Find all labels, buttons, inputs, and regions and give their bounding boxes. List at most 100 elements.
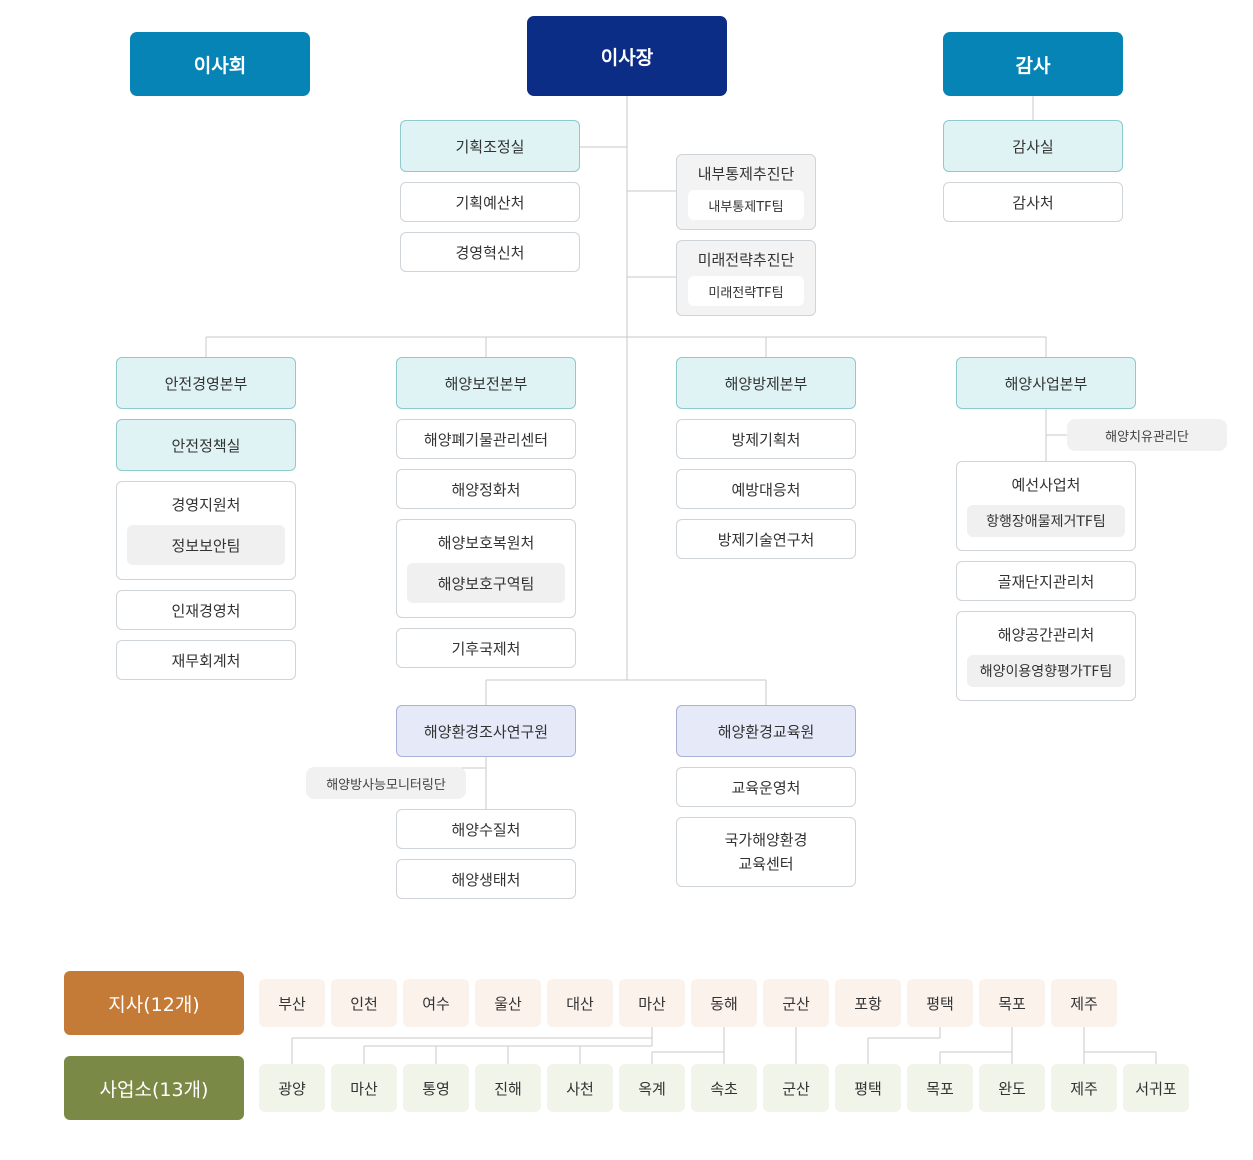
water-quality-label: 해양수질처 <box>451 820 521 839</box>
climate-dept: 기후국제처 <box>396 628 576 668</box>
conservation-hq-label: 해양보전본부 <box>444 374 528 393</box>
response-hq: 해양방제본부 <box>676 357 856 409</box>
radiation-monitoring-label: 해양방사능모니터링단 <box>326 777 446 793</box>
cleanup-dept: 해양정화처 <box>396 469 576 509</box>
board-box: 이사회 <box>130 32 310 96</box>
branch-item: 평택 <box>907 979 973 1027</box>
future-strategy-title: 미래전략추진단 <box>697 251 795 269</box>
response-tech-dept: 방제기술연구처 <box>676 519 856 559</box>
healing-management-label: 해양치유관리단 <box>1105 429 1189 445</box>
office-item: 마산 <box>331 1064 397 1112</box>
water-quality-dept: 해양수질처 <box>396 809 576 849</box>
tug-business-dept: 예선사업처 항행장애물제거TF팀 <box>956 461 1136 551</box>
branches-label-text: 지사(12개) <box>108 993 200 1016</box>
office-item: 통영 <box>403 1064 469 1112</box>
branch-item: 포항 <box>835 979 901 1027</box>
safety-policy-office: 안전정책실 <box>116 419 296 471</box>
response-hq-label: 해양방제본부 <box>724 374 808 393</box>
internal-control-team: 내부통제TF팀 <box>688 190 804 220</box>
branch-item: 목포 <box>979 979 1045 1027</box>
protected-zone-team: 해양보호구역팀 <box>407 563 565 603</box>
education-operation-label: 교육운영처 <box>731 778 801 797</box>
branches-label: 지사(12개) <box>64 971 244 1035</box>
future-strategy-team-label: 미래전략TF팀 <box>708 285 784 301</box>
research-institute: 해양환경조사연구원 <box>396 705 576 757</box>
finance-dept: 재무회계처 <box>116 640 296 680</box>
education-center-line1: 국가해양환경 <box>724 831 808 849</box>
office-item: 광양 <box>259 1064 325 1112</box>
branch-item: 부산 <box>259 979 325 1027</box>
marine-space-label: 해양공간관리처 <box>997 626 1095 644</box>
prevention-dept-label: 예방대응처 <box>731 480 801 499</box>
prevention-dept: 예방대응처 <box>676 469 856 509</box>
future-strategy-unit: 미래전략추진단 미래전략TF팀 <box>676 240 816 316</box>
office-item: 서귀포 <box>1123 1064 1189 1112</box>
audit-office: 감사실 <box>943 120 1123 172</box>
branch-item: 제주 <box>1051 979 1117 1027</box>
management-support-label: 경영지원처 <box>171 496 241 514</box>
offices-label: 사업소(13개) <box>64 1056 244 1120</box>
auditor-box: 감사 <box>943 32 1123 96</box>
education-center-line2: 교육센터 <box>738 855 794 873</box>
business-hq: 해양사업본부 <box>956 357 1136 409</box>
future-strategy-team: 미래전략TF팀 <box>688 276 804 306</box>
internal-control-title: 내부통제추진단 <box>697 165 795 183</box>
finance-dept-label: 재무회계처 <box>171 651 241 670</box>
office-item: 목포 <box>907 1064 973 1112</box>
offices-label-text: 사업소(13개) <box>99 1078 209 1101</box>
impact-assessment-label: 해양이용영향평가TF팀 <box>979 664 1113 680</box>
internal-control-unit: 내부통제추진단 내부통제TF팀 <box>676 154 816 230</box>
planning-office: 기획조정실 <box>400 120 580 172</box>
audit-dept-label: 감사처 <box>1012 193 1054 212</box>
national-education-center: 국가해양환경 교육센터 <box>676 817 856 887</box>
obstacle-removal-label: 항행장애물제거TF팀 <box>986 514 1106 530</box>
branch-item: 동해 <box>691 979 757 1027</box>
protected-zone-team-label: 해양보호구역팀 <box>437 574 535 593</box>
waste-center-label: 해양폐기물관리센터 <box>423 430 549 449</box>
cleanup-dept-label: 해양정화처 <box>451 480 521 499</box>
office-item: 평택 <box>835 1064 901 1112</box>
board-label: 이사회 <box>193 54 247 77</box>
innovation-dept-label: 경영혁신처 <box>455 243 525 262</box>
office-item: 속초 <box>691 1064 757 1112</box>
security-team-label: 정보보안팀 <box>171 536 241 555</box>
safety-hq-label: 안전경영본부 <box>164 374 248 393</box>
ecology-dept: 해양생태처 <box>396 859 576 899</box>
auditor-label: 감사 <box>1015 54 1051 77</box>
healing-management-unit: 해양치유관리단 <box>1067 419 1227 451</box>
audit-dept: 감사처 <box>943 182 1123 222</box>
impact-assessment-team: 해양이용영향평가TF팀 <box>967 655 1125 687</box>
hr-dept-label: 인재경영처 <box>171 601 241 620</box>
branch-item: 마산 <box>619 979 685 1027</box>
safety-hq: 안전경영본부 <box>116 357 296 409</box>
tug-business-label: 예선사업처 <box>1011 476 1081 494</box>
waste-center: 해양폐기물관리센터 <box>396 419 576 459</box>
ecology-dept-label: 해양생태처 <box>451 870 521 889</box>
education-institute: 해양환경교육원 <box>676 705 856 757</box>
education-operation-dept: 교육운영처 <box>676 767 856 807</box>
internal-control-team-label: 내부통제TF팀 <box>708 199 784 215</box>
restoration-dept: 해양보호복원처 해양보호구역팀 <box>396 519 576 618</box>
radiation-monitoring-unit: 해양방사능모니터링단 <box>306 767 466 799</box>
audit-office-label: 감사실 <box>1012 137 1054 156</box>
office-item: 옥계 <box>619 1064 685 1112</box>
branch-item: 대산 <box>547 979 613 1027</box>
planning-office-label: 기획조정실 <box>455 137 525 156</box>
security-team: 정보보안팀 <box>127 525 285 565</box>
business-hq-label: 해양사업본부 <box>1004 374 1088 393</box>
innovation-dept: 경영혁신처 <box>400 232 580 272</box>
response-tech-label: 방제기술연구처 <box>717 530 815 549</box>
office-item: 군산 <box>763 1064 829 1112</box>
restoration-dept-label: 해양보호복원처 <box>437 534 535 552</box>
gravel-complex-dept: 골재단지관리처 <box>956 561 1136 601</box>
branch-item: 울산 <box>475 979 541 1027</box>
budget-dept: 기획예산처 <box>400 182 580 222</box>
office-item: 완도 <box>979 1064 1045 1112</box>
safety-policy-label: 안전정책실 <box>171 436 241 455</box>
branch-item: 인천 <box>331 979 397 1027</box>
branch-item: 여수 <box>403 979 469 1027</box>
conservation-hq: 해양보전본부 <box>396 357 576 409</box>
management-support-dept: 경영지원처 정보보안팀 <box>116 481 296 580</box>
branch-item: 군산 <box>763 979 829 1027</box>
